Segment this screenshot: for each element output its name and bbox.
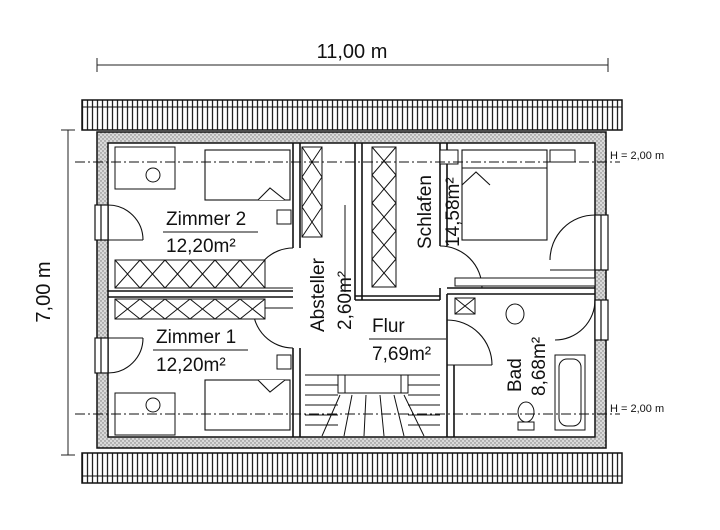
height-marker-bottom: H = 2,00 m	[610, 403, 664, 415]
height-marker-top: H = 2,00 m	[610, 150, 664, 162]
roof-eave-top	[81, 99, 623, 131]
depth-dimension: 7,00 m	[33, 129, 75, 456]
room-zimmer2-name: Zimmer 2	[166, 209, 246, 230]
wardrobes	[114, 146, 476, 320]
room-abstell-area: 2,60m²	[335, 271, 356, 330]
depth-dimension-label: 7,00 m	[33, 261, 55, 322]
width-dimension-label: 11,00 m	[317, 41, 388, 63]
height-lines	[75, 161, 620, 415]
room-zimmer1-name: Zimmer 1	[156, 327, 236, 348]
beds	[204, 149, 548, 431]
desks	[114, 146, 576, 436]
room-zimmer1-area: 12,20m²	[156, 355, 226, 376]
room-bad-name: Bad	[505, 358, 526, 392]
bathroom-fixtures	[454, 277, 596, 431]
width-dimension: 11,00 m	[96, 41, 609, 72]
windows	[94, 204, 609, 374]
room-flur-name: Flur	[372, 316, 405, 337]
room-schlafen-name: Schlafen	[415, 175, 436, 249]
roof-eave-bottom	[81, 452, 623, 484]
room-abstell-name: Absteller	[308, 257, 329, 332]
room-schlafen-area: 14,58m²	[443, 177, 464, 247]
staircase	[305, 374, 440, 437]
room-zimmer2-area: 12,20m²	[166, 236, 236, 257]
interior-walls	[108, 143, 595, 437]
room-flur-area: 7,69m²	[372, 344, 431, 365]
room-bad-area: 8,68m²	[529, 337, 550, 396]
